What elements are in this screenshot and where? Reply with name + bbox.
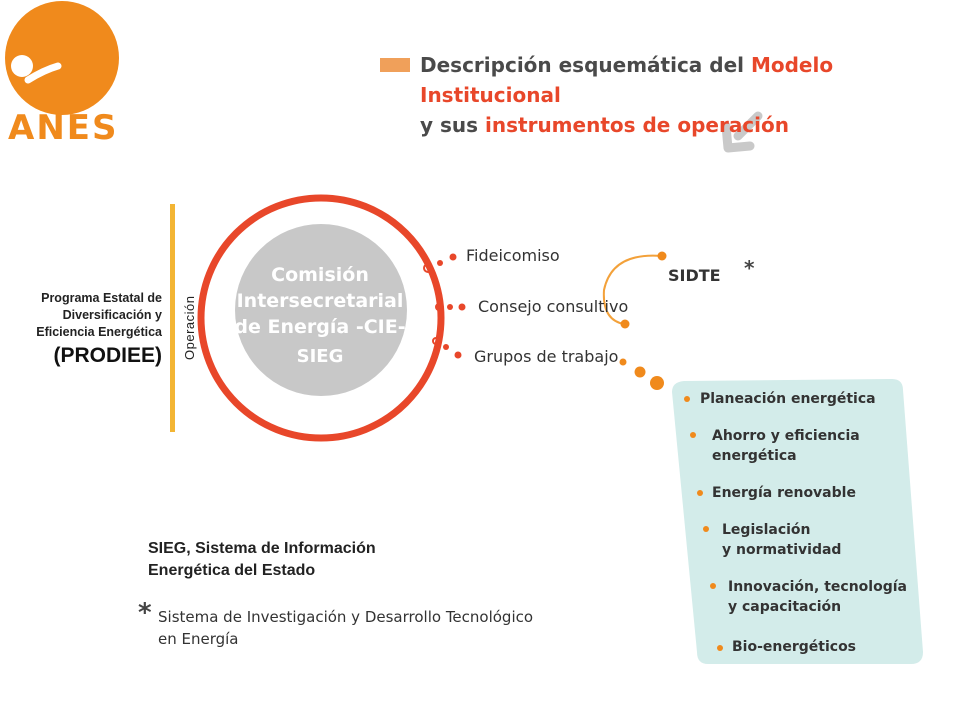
branch-grupos: Grupos de trabajo xyxy=(474,347,619,366)
sidtec-arc xyxy=(602,254,663,325)
panel-item-2: Ahorro y eficiencia energética xyxy=(712,428,860,464)
program-label-line1: Programa Estatal de xyxy=(41,291,162,305)
branch-dots xyxy=(423,253,466,359)
panel-item-1: Planeación energética xyxy=(700,391,876,407)
bullet-icon xyxy=(690,432,696,438)
branch-consejo: Consejo consultivo xyxy=(478,297,629,316)
title-line1: Descripción esquemática del xyxy=(420,53,751,77)
program-label-line2: Diversificación y xyxy=(62,308,162,322)
center-title: Comisión Intersecretarial de Energía -CI… xyxy=(230,262,410,370)
center-line3: de Energía -CIE- xyxy=(234,316,406,338)
panel-item-5: Innovación, tecnología y capacitación xyxy=(728,579,907,615)
page-title: Descripción esquemática del Modelo Insti… xyxy=(420,50,960,140)
title-line2-highlight: instrumentos de operación xyxy=(485,113,789,137)
topics-panel xyxy=(672,379,923,664)
panel-connector-dots xyxy=(619,358,664,390)
prodiee-bar xyxy=(170,204,175,432)
panel-item-3: Energía renovable xyxy=(712,485,856,501)
center-line4: SIEG xyxy=(296,346,344,367)
arrow-down-left-icon xyxy=(721,111,763,153)
sidtec-note-star: * xyxy=(138,598,152,628)
panel-item-4: Legislación y normatividad xyxy=(722,522,842,558)
bullet-icon xyxy=(703,526,709,532)
logo-emblem xyxy=(5,1,119,115)
title-line2: y sus xyxy=(420,113,486,137)
program-label: Programa Estatal de Diversificación y Ef… xyxy=(36,290,162,341)
sidtec-label: SIDTEC xyxy=(668,266,720,285)
bullet-icon xyxy=(710,583,716,589)
bullet-icon xyxy=(717,645,723,651)
title-marker xyxy=(380,58,410,72)
center-circle xyxy=(235,224,407,396)
operacion-label: Operación xyxy=(182,295,197,360)
bullet-icon xyxy=(697,490,703,496)
bullet-icon xyxy=(684,396,690,402)
title-line1-highlight: Modelo Institucional xyxy=(420,53,834,107)
branch-fideicomiso: Fideicomiso xyxy=(466,246,560,265)
logo-text: ANES xyxy=(8,108,119,148)
outer-ring xyxy=(197,194,445,442)
center-line2: Intersecretarial xyxy=(236,290,404,312)
program-label-line3: Eficiencia Energética xyxy=(36,325,162,339)
program-acronym: (PRODIEE) xyxy=(53,344,162,367)
sieg-note: SIEG, Sistema de Información Energética … xyxy=(148,540,376,579)
sidtec-note-line2: en Energía del Estado xyxy=(158,630,240,648)
sidtec-star: * xyxy=(744,256,755,280)
center-line1: Comisión xyxy=(271,264,369,286)
sidtec-note: Sistema de Investigación y Desarrollo Te… xyxy=(158,608,534,648)
panel-item-6: Bio-energéticos xyxy=(732,639,857,655)
